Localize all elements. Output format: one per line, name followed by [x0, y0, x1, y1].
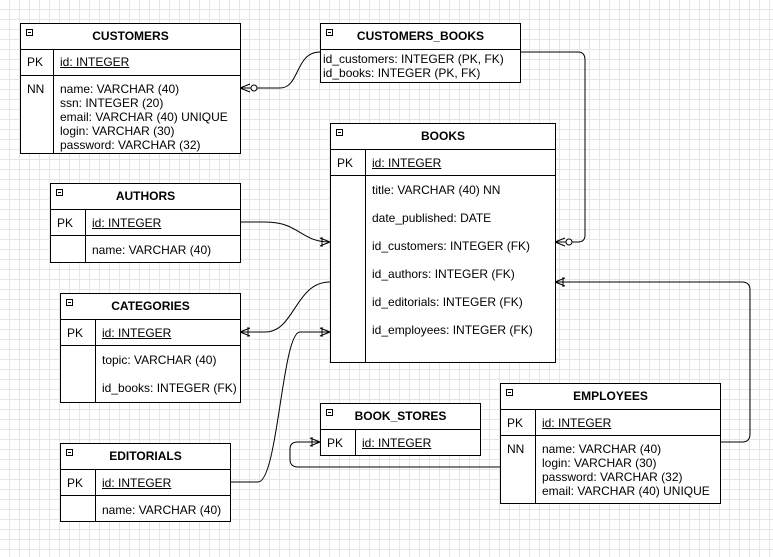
entity-header[interactable]: CATEGORIES	[61, 294, 240, 320]
attribute: id_books: INTEGER (FK)	[102, 381, 237, 395]
pk-attribute: id: INTEGER	[102, 476, 172, 490]
collapse-icon[interactable]	[326, 29, 333, 36]
entity-title: BOOKS	[420, 129, 465, 143]
entity-title: EMPLOYEES	[573, 389, 648, 403]
crowfoot-books-employees	[554, 277, 566, 283]
attribute: name: VARCHAR (40)	[542, 442, 662, 456]
crowfoot-customers	[239, 83, 251, 89]
pk-attribute: id: INTEGER	[92, 216, 162, 230]
edge-editorials-books	[230, 331, 330, 483]
pk-attribute: id: INTEGER	[60, 55, 130, 69]
attribute: id_books: INTEGER (PK, FK)	[323, 66, 481, 80]
crowfoot-books-authors	[319, 237, 331, 243]
entity-header[interactable]: AUTHORS	[51, 184, 240, 210]
edge-customers-customers-books	[240, 51, 321, 89]
collapse-icon[interactable]	[56, 189, 63, 196]
crowfoot-book-stores	[309, 437, 321, 443]
attribute: name: VARCHAR (40)	[102, 503, 222, 517]
collapse-icon[interactable]	[336, 129, 343, 136]
nn-label: NN	[507, 442, 525, 456]
crowfoot-categories	[239, 327, 251, 333]
entity-customers-books[interactable]: CUSTOMERS_BOOKS id_customers: INTEGER (P…	[320, 23, 521, 83]
entity-header[interactable]: BOOK_STORES	[321, 404, 480, 430]
attribute: login: VARCHAR (30)	[542, 456, 657, 470]
crowfoot-books-editorials	[319, 327, 331, 333]
entity-title: CATEGORIES	[111, 299, 190, 313]
attribute: email: VARCHAR (40) UNIQUE	[542, 484, 710, 498]
entity-header[interactable]: EMPLOYEES	[501, 384, 720, 410]
pk-label: PK	[57, 216, 74, 230]
crowfoot-books-customers	[554, 237, 566, 243]
attribute: date_published: DATE	[372, 211, 492, 225]
pk-label: PK	[67, 326, 84, 340]
entity-title: CUSTOMERS	[92, 29, 169, 43]
attribute: topic: VARCHAR (40)	[102, 353, 217, 367]
pk-label: PK	[67, 476, 84, 490]
attribute: title: VARCHAR (40) NN	[372, 183, 501, 197]
collapse-icon[interactable]	[66, 299, 73, 306]
nn-label: NN	[27, 82, 45, 96]
attribute: password: VARCHAR (32)	[542, 470, 683, 484]
entity-title: AUTHORS	[115, 189, 176, 203]
entity-header[interactable]: CUSTOMERS_BOOKS	[321, 24, 520, 50]
edge-categories-books	[240, 281, 331, 333]
entity-book-stores[interactable]: BOOK_STORES PK id: INTEGER	[320, 403, 481, 456]
attribute: password: VARCHAR (32)	[60, 138, 201, 152]
entity-title: EDITORIALS	[109, 449, 182, 463]
entity-employees[interactable]: EMPLOYEES PK id: INTEGER NN name: VARCHA…	[500, 383, 721, 504]
pk-label: PK	[337, 156, 354, 170]
pk-attribute: id: INTEGER	[372, 156, 442, 170]
pk-attribute: id: INTEGER	[542, 416, 612, 430]
pk-label: PK	[507, 416, 524, 430]
attribute: name: VARCHAR (40)	[92, 243, 212, 257]
collapse-icon[interactable]	[506, 389, 513, 396]
attribute: name: VARCHAR (40)	[60, 82, 180, 96]
collapse-icon[interactable]	[26, 29, 33, 36]
edge-authors-books	[240, 221, 331, 243]
collapse-icon[interactable]	[326, 409, 333, 416]
attribute: id_authors: INTEGER (FK)	[372, 267, 515, 281]
pk-label: PK	[27, 55, 44, 69]
entity-authors[interactable]: AUTHORS PK id: INTEGER name: VARCHAR (40…	[50, 183, 241, 263]
entity-title: BOOK_STORES	[354, 409, 447, 423]
attribute: id_employees: INTEGER (FK)	[372, 323, 533, 337]
entity-header[interactable]: EDITORIALS	[61, 444, 230, 470]
attribute: ssn: INTEGER (20)	[60, 96, 164, 110]
pk-label: PK	[327, 436, 344, 450]
entity-title: CUSTOMERS_BOOKS	[356, 29, 485, 43]
collapse-icon[interactable]	[66, 449, 73, 456]
attribute: email: VARCHAR (40) UNIQUE	[60, 110, 228, 124]
pk-attribute: id: INTEGER	[102, 326, 172, 340]
entity-customers[interactable]: CUSTOMERS PK id: INTEGER NN name: VARCHA…	[20, 23, 241, 154]
attribute: id_customers: INTEGER (PK, FK)	[323, 52, 504, 66]
entity-header[interactable]: BOOKS	[331, 124, 555, 150]
entity-header[interactable]: CUSTOMERS	[21, 24, 240, 50]
entity-categories[interactable]: CATEGORIES PK id: INTEGER topic: VARCHAR…	[60, 293, 241, 403]
entity-books[interactable]: BOOKS PK id: INTEGER title: VARCHAR (40)…	[330, 123, 556, 363]
pk-attribute: id: INTEGER	[362, 436, 432, 450]
attribute: id_editorials: INTEGER (FK)	[372, 295, 523, 309]
attribute: id_customers: INTEGER (FK)	[372, 239, 531, 253]
entity-editorials[interactable]: EDITORIALS PK id: INTEGER name: VARCHAR …	[60, 443, 231, 522]
attribute: login: VARCHAR (30)	[60, 124, 175, 138]
